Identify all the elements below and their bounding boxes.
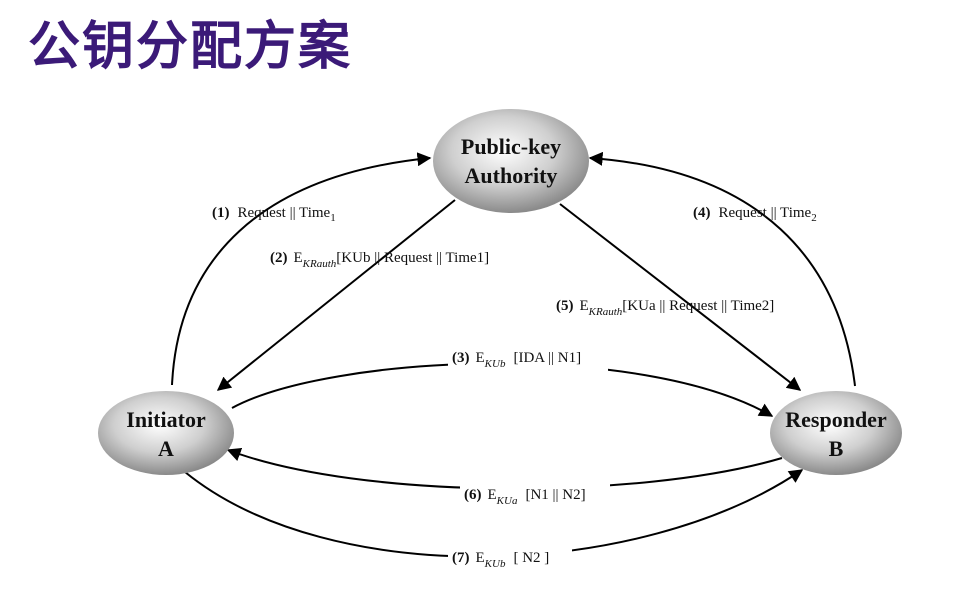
public-key-authority-node: Public-key Authority <box>433 109 589 213</box>
slide-title: 公钥分配方案 <box>28 17 353 77</box>
arrow-1 <box>171 152 432 386</box>
message-6-label: (6)EKUa[N1 || N2] <box>464 487 586 507</box>
arrow-3 <box>231 362 774 417</box>
responder-b-node: Responder B <box>770 391 902 475</box>
svg-text:Responder: Responder <box>785 407 887 432</box>
svg-text:Initiator: Initiator <box>126 407 206 432</box>
arrow-2 <box>216 199 456 391</box>
svg-text:Public-key: Public-key <box>461 134 561 159</box>
message-1-label: (1)Request || Time1 <box>212 205 336 224</box>
message-2-label: (2)EKRauth[KUb || Request || Time1] <box>270 250 489 270</box>
svg-text:B: B <box>829 436 844 461</box>
message-3-label: (3)EKUb[IDA || N1] <box>452 350 581 370</box>
initiator-a-node: Initiator A <box>98 391 234 475</box>
svg-text:Authority: Authority <box>465 163 558 188</box>
message-4-label: (4)Request || Time2 <box>693 205 817 224</box>
message-5-label: (5)EKRauth[KUa || Request || Time2] <box>556 298 774 318</box>
message-7-label: (7)EKUb[ N2 ] <box>452 550 549 570</box>
svg-text:A: A <box>158 436 174 461</box>
arrow-4 <box>588 151 856 387</box>
arrow-5 <box>559 203 802 391</box>
